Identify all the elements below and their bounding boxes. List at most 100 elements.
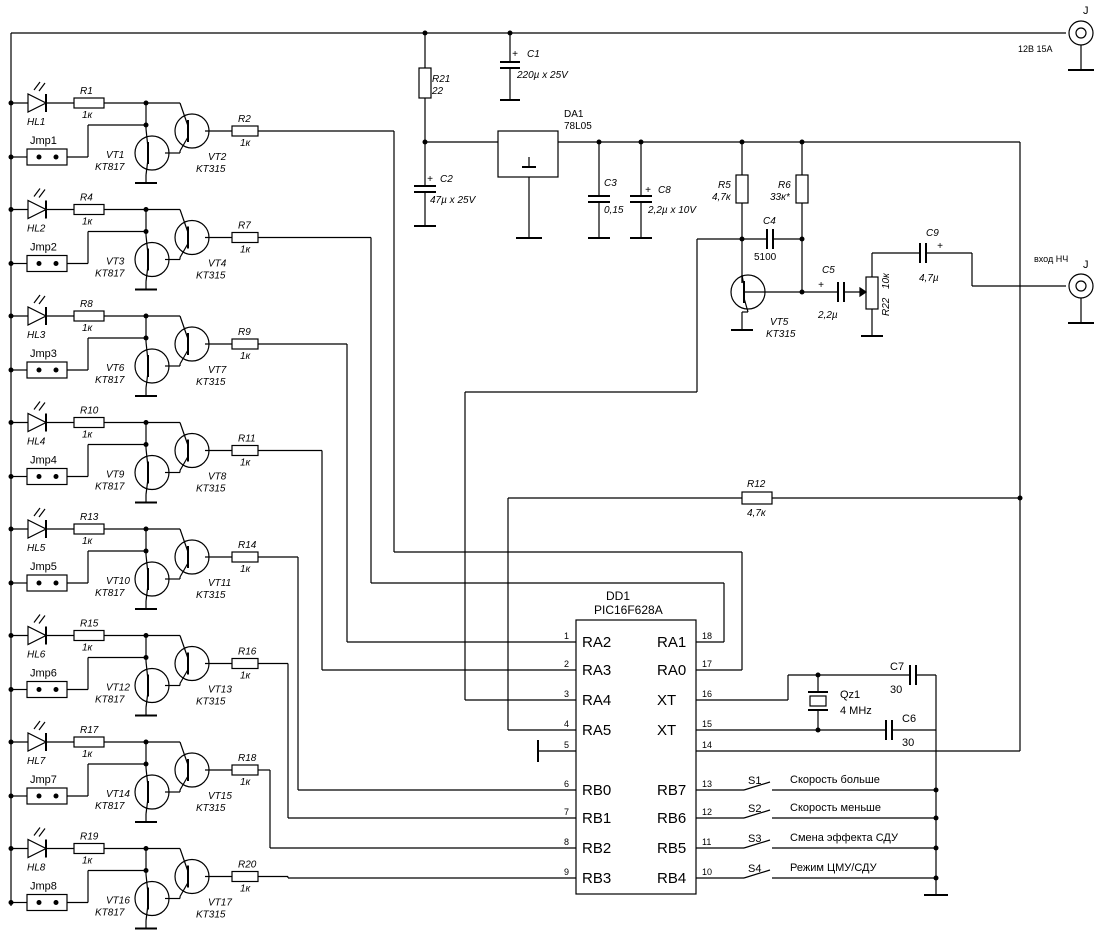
mcu-pin-name: RB2 <box>582 840 611 857</box>
resistor-ref: R20 <box>238 860 257 871</box>
r21-ref: R21 <box>432 74 450 85</box>
mcu-pin-name: RA2 <box>582 634 611 651</box>
capacitor-c3: C3 0,15 <box>588 142 624 239</box>
jumper-ref: Jmp4 <box>30 455 57 467</box>
mcu-pin-name: RA1 <box>657 634 686 651</box>
da1-ref: DA1 <box>564 109 584 120</box>
transistor-ref: VT12 <box>106 683 130 694</box>
r12-value: 4,7к <box>747 508 767 519</box>
c1-ref: C1 <box>527 49 540 60</box>
switch-label: Режим ЦМУ/СДУ <box>790 862 878 874</box>
resistor-value: 1к <box>240 458 252 469</box>
resistor-ref: R13 <box>80 512 99 523</box>
capacitor-c4: C4 5100 <box>742 216 802 263</box>
power-rating-label: 12В 15А <box>1018 44 1053 54</box>
resistor-value: 1к <box>240 138 252 149</box>
r5-ref: R5 <box>718 180 731 191</box>
power-connector-ref: J <box>1083 5 1089 17</box>
transistor-type: KT315 <box>196 271 226 282</box>
c2-ref: C2 <box>440 174 453 185</box>
mcu-pin-number: 7 <box>564 807 569 817</box>
led-ref: HL7 <box>27 756 46 767</box>
c8-value: 2,2µ x 10V <box>647 205 697 216</box>
r21-value: 22 <box>431 86 444 97</box>
r6-value: 33к* <box>770 192 791 203</box>
transistor-type: KT817 <box>95 588 125 599</box>
led-ref: HL1 <box>27 117 45 128</box>
c6-ref: C6 <box>902 713 916 725</box>
mcu-pin-number: 14 <box>702 740 712 750</box>
r6-ref: R6 <box>778 180 791 191</box>
regulator-da1: DA1 78L05 <box>497 109 592 239</box>
transistor-ref: VT2 <box>208 152 227 163</box>
crystal-qz1: Qz1 4 MHz <box>696 674 910 731</box>
mcu-pin-number: 11 <box>702 837 711 847</box>
capacitor-c7: C7 30 <box>890 661 936 696</box>
capacitor-c6: C6 30 <box>885 713 936 749</box>
svg-text:+: + <box>818 280 824 291</box>
mcu-pin-number: 5 <box>564 740 569 750</box>
c1-value: 220µ x 25V <box>516 70 569 81</box>
mcu-pin-name: RA0 <box>657 662 686 679</box>
led-ref: HL3 <box>27 330 46 341</box>
jumper-ref: Jmp3 <box>30 348 57 360</box>
c3-value: 0,15 <box>604 205 624 216</box>
mcu-pin-name: RB7 <box>657 782 686 799</box>
c5-value: 2,2µ <box>817 310 838 321</box>
resistor-value: 1к <box>240 777 252 788</box>
mcu-pin-name: RA5 <box>582 722 611 739</box>
transistor-ref: VT1 <box>106 150 124 161</box>
mcu-pin-number: 17 <box>702 659 712 669</box>
mcu-pin-number: 8 <box>564 837 569 847</box>
transistor-ref: VT4 <box>208 259 227 270</box>
mcu-pin-name: RB4 <box>657 870 686 887</box>
mcu-pin-name: RB5 <box>657 840 686 857</box>
audio-input-connector: J вход НЧ <box>1034 254 1094 324</box>
power-connector: J 12В 15А <box>1018 5 1094 71</box>
transistor-type: KT817 <box>95 269 125 280</box>
resistor-ref: R16 <box>238 647 257 658</box>
transistor-ref: VT9 <box>106 470 125 481</box>
transistor-type: KT315 <box>196 910 226 921</box>
switch-label: Скорость меньше <box>790 802 881 814</box>
mcu-pin-number: 15 <box>702 719 712 729</box>
svg-text:+: + <box>645 185 651 196</box>
transistor-ref: VT7 <box>208 365 227 376</box>
resistor-value: 1к <box>240 671 252 682</box>
resistor-ref: R9 <box>238 327 251 338</box>
channel-group: HL1R11кVT2KT315R21кVT1KT817Jmp1HL2R41кVT… <box>8 81 576 930</box>
resistor-r5: R5 4,7к <box>712 142 749 283</box>
transistor-type: KT817 <box>95 482 125 493</box>
c5-ref: C5 <box>822 265 835 276</box>
resistor-ref: R11 <box>238 434 256 445</box>
resistor-ref: R10 <box>80 406 99 417</box>
transistor-type: KT315 <box>196 803 226 814</box>
mcu-pin-name: XT <box>657 692 676 709</box>
qz1-ref: Qz1 <box>840 689 860 701</box>
resistor-r6: R6 33к* <box>770 142 809 292</box>
resistor-value: 1к <box>240 564 252 575</box>
resistor-ref: R8 <box>80 299 93 310</box>
transistor-type: KT817 <box>95 162 125 173</box>
transistor-ref: VT14 <box>106 789 130 800</box>
resistor-value: 1к <box>82 856 94 867</box>
mcu-pin-number: 6 <box>564 779 569 789</box>
resistor-ref: R7 <box>238 221 251 232</box>
r22-value: 10к <box>881 272 892 289</box>
capacitor-c2: + C2 47µ x 25V <box>414 142 477 227</box>
transistor-ref: VT8 <box>208 472 227 483</box>
c7-ref: C7 <box>890 661 904 673</box>
switch-label: Смена эффекта СДУ <box>790 832 899 844</box>
da1-type: 78L05 <box>564 121 592 132</box>
